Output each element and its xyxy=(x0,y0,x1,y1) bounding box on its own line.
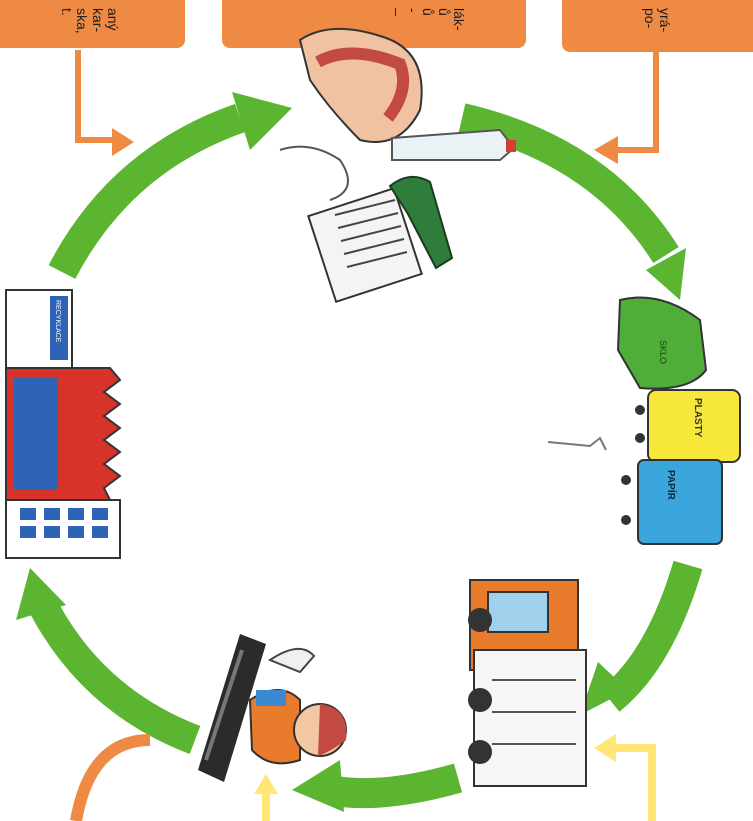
cycle-arrow-factory-to-trash xyxy=(62,92,292,272)
glass-bin: SKLO xyxy=(618,298,706,389)
connector-arrow-left xyxy=(78,50,134,156)
cycle-arrow-bins-to-truck xyxy=(580,565,688,715)
hint-arrow-yellow-bottom xyxy=(254,774,278,821)
garbage-truck-icon xyxy=(468,580,586,786)
plastic-bin: PLASTY xyxy=(648,390,740,462)
connector-arrow-right xyxy=(594,52,656,164)
paper-bin-label: PAPÍR xyxy=(665,470,678,501)
glass-bin-label: SKLO xyxy=(658,340,668,364)
cycle-arrow-worker-to-factory xyxy=(16,568,195,740)
factory-icon: RECYKLACE xyxy=(6,290,120,558)
paper-bin: PAPÍR xyxy=(638,460,722,544)
plastic-bin-label: PLASTY xyxy=(692,398,703,438)
hint-arrow-yellow-right xyxy=(594,734,652,821)
trash-items-icon xyxy=(280,29,516,302)
hint-arrow-orange-bottom xyxy=(76,740,150,821)
sorting-worker-icon xyxy=(198,634,346,782)
cycle-arrow-truck-to-worker xyxy=(292,760,458,812)
recycle-bins-icon: SKLO PLASTY PAPÍR xyxy=(548,298,740,545)
factory-sign-label: RECYKLACE xyxy=(54,300,61,343)
